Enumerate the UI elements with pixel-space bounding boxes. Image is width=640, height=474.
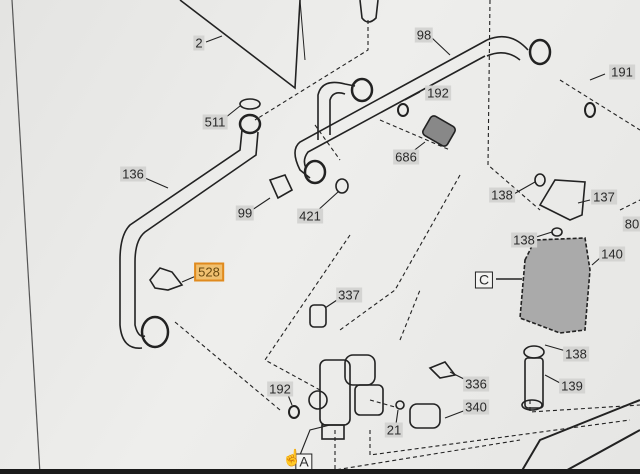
oring-421 (335, 178, 349, 194)
washer-191 (584, 102, 596, 118)
part-label-136[interactable]: 136 (120, 166, 146, 182)
oring-138 (534, 173, 546, 187)
part-label-138[interactable]: 138 (489, 187, 515, 203)
part-label-137[interactable]: 137 (591, 189, 617, 205)
hand-cursor-icon: ☝ (282, 450, 302, 467)
screen-edge-line (11, 0, 41, 474)
pipe-98 (294, 35, 552, 185)
pipe-136 (119, 98, 262, 349)
cover-137 (538, 179, 586, 221)
part-label-336[interactable]: 336 (463, 376, 489, 392)
part-label-528-highlighted[interactable]: 528 (194, 262, 224, 282)
part-label-138-c[interactable]: 138 (563, 346, 589, 362)
part-label-138-b[interactable]: 138 (511, 232, 537, 248)
part-label-511[interactable]: 511 (202, 114, 228, 130)
part-label-337[interactable]: 337 (336, 287, 362, 303)
panel-part-2 (179, 0, 301, 90)
part-label-191[interactable]: 191 (609, 64, 635, 80)
board-bottom-right (519, 399, 640, 474)
clip-336 (428, 361, 457, 379)
part-label-98[interactable]: 98 (414, 27, 434, 43)
valve-body (308, 354, 384, 440)
washer-192 (397, 103, 409, 117)
callout-c[interactable]: C (474, 271, 494, 289)
part-139 (521, 345, 545, 411)
clip-528 (149, 267, 184, 291)
part-label-340[interactable]: 340 (463, 399, 489, 415)
sensor-340 (409, 403, 441, 429)
part-label-421[interactable]: 421 (297, 208, 323, 224)
part-label-2[interactable]: 2 (193, 35, 205, 51)
part-label-192[interactable]: 192 (425, 85, 451, 101)
gasket-140 (519, 237, 591, 334)
oring-138-b (551, 227, 563, 237)
filter-686 (422, 115, 456, 147)
clip-99 (268, 174, 294, 200)
pipe-elbow (317, 77, 374, 140)
screen-bezel (0, 469, 640, 474)
oring-21 (395, 400, 405, 410)
part-label-80[interactable]: 80 (622, 216, 640, 232)
part-label-686[interactable]: 686 (393, 149, 419, 165)
part-label-192-b[interactable]: 192 (267, 381, 293, 397)
cap-337 (309, 304, 327, 328)
washer-192-b (288, 405, 300, 419)
part-label-139[interactable]: 139 (559, 378, 585, 394)
part-label-99[interactable]: 99 (235, 205, 255, 221)
fitting-top (359, 0, 379, 23)
part-label-140[interactable]: 140 (599, 246, 625, 262)
part-label-21[interactable]: 21 (384, 422, 404, 438)
